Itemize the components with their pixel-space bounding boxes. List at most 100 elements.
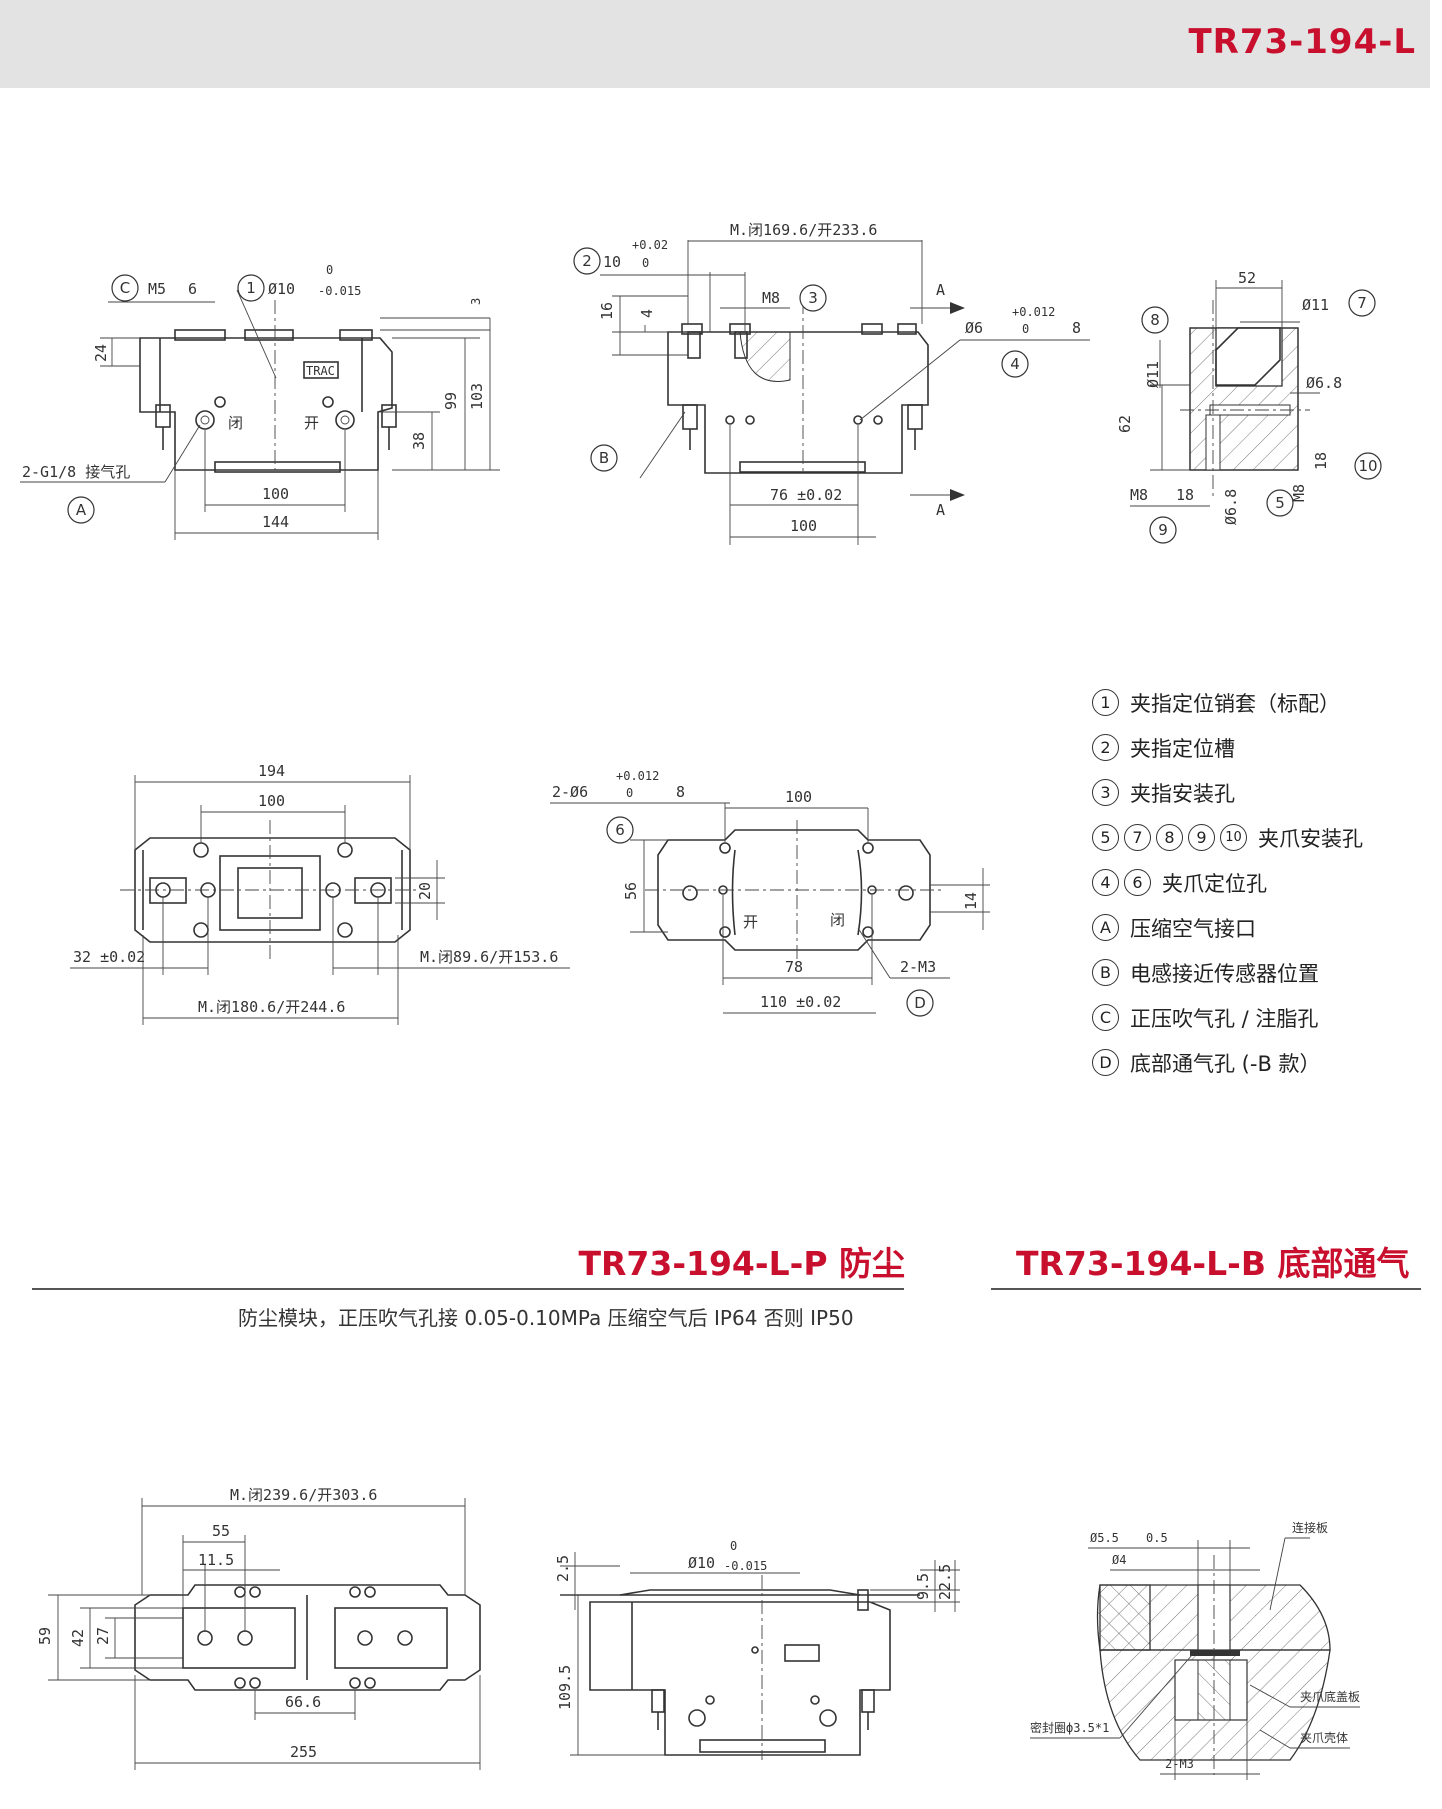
top-view: 194 100 20 32 ±0.02 M.闭89.6/开153.6 M.闭18…	[70, 762, 570, 1025]
dim-109-5: 109.5	[556, 1665, 574, 1710]
dim-55: 55	[212, 1522, 230, 1540]
p-pin-tol-low: -0.015	[724, 1559, 767, 1573]
dim-11-5: 11.5	[198, 1551, 234, 1569]
header-bar: TR73-194-L	[0, 0, 1430, 88]
legend-marker: 5	[1092, 824, 1119, 851]
dia-11-left: Ø11	[1144, 361, 1162, 388]
svg-text:9: 9	[1158, 521, 1168, 539]
bottom-close-label: 闭	[830, 911, 845, 929]
shell-label: 夹爪壳体	[1300, 1731, 1348, 1745]
svg-text:A: A	[76, 501, 87, 519]
p-pin-tol-up: 0	[730, 1539, 737, 1553]
dia-11-top: Ø11	[1302, 296, 1329, 314]
legend-marker: 4	[1092, 869, 1119, 896]
stroke-outer: M.闭89.6/开153.6	[420, 948, 558, 966]
dim-52: 52	[1238, 269, 1256, 287]
m8-right-depth: 18	[1312, 452, 1330, 470]
dim-100-top: 100	[258, 792, 285, 810]
dim-78: 78	[785, 958, 803, 976]
stroke-inner: M.闭180.6/开244.6	[198, 998, 345, 1016]
legend-marker: 1	[1092, 689, 1119, 716]
section-mark-a-top: A	[936, 281, 945, 299]
svg-text:D: D	[914, 994, 926, 1012]
pin-tol-upper: +0.012	[616, 769, 659, 783]
cover-label: 夹爪底盖板	[1300, 1689, 1360, 1704]
locate-tol-lower: 0	[1022, 322, 1029, 336]
p-pin-dia: Ø10	[688, 1554, 715, 1572]
legend-marker: A	[1092, 914, 1119, 941]
pin-tol-lower: 0	[626, 786, 633, 800]
dim-3: 3	[469, 298, 483, 305]
svg-text:2: 2	[582, 252, 592, 270]
legend-marker: 3	[1092, 779, 1119, 806]
section-divider-right	[991, 1288, 1421, 1290]
m8-label: M8	[762, 289, 780, 307]
locate-tol-upper: +0.012	[1012, 305, 1055, 319]
p-front-view: 2.5 Ø10 0 -0.015 9.5 22.5 109.5	[554, 1539, 960, 1760]
dim-32: 32 ±0.02	[73, 948, 145, 966]
legend-marker: D	[1092, 1049, 1119, 1076]
m5-depth: 6	[188, 280, 197, 298]
dim-100-side: 100	[790, 517, 817, 535]
pin-depth: 8	[676, 783, 685, 801]
b-detail-view: Ø5.5 0.5 Ø4 连接板 密封圈ф3.5*1 2-M3 夹爪底盖板 夹爪壳…	[1030, 1520, 1360, 1780]
stroke-dim: M.闭169.6/开233.6	[730, 221, 877, 239]
dim-16: 16	[598, 302, 616, 320]
dim-66-6: 66.6	[285, 1693, 321, 1711]
pin-tol-upper: 0	[326, 263, 333, 277]
legend-row: D 底部通气孔 (-B 款）	[1092, 1040, 1363, 1085]
dim-76: 76 ±0.02	[770, 486, 842, 504]
dim-20: 20	[416, 882, 434, 900]
legend-row: 1 夹指定位销套（标配）	[1092, 680, 1363, 725]
section-view: 52 Ø11 7 8 Ø11 Ø6.8 62 M8 18 10 M8 18 9 …	[1116, 269, 1382, 544]
legend-marker: C	[1092, 1004, 1119, 1031]
dim-100-bottom: 100	[785, 788, 812, 806]
svg-text:C: C	[120, 279, 130, 297]
bottom-open-label: 开	[743, 913, 758, 931]
side-view: M.闭169.6/开233.6 2 10 +0.02 0 M8 3 16 4 A…	[573, 221, 1090, 545]
dim-27: 27	[94, 1627, 112, 1645]
svg-text:B: B	[599, 449, 609, 467]
dim-255: 255	[290, 1743, 317, 1761]
dia-68-bottom: Ø6.8	[1222, 489, 1240, 525]
b-m3-label: 2-M3	[1165, 1757, 1194, 1771]
legend-text: 正压吹气孔 / 注脂孔	[1130, 1006, 1319, 1031]
slot-width: 10	[603, 253, 621, 271]
section-title-bottom-vent: TR73-194-L-B 底部通气	[1016, 1244, 1410, 1283]
m5-label: M5	[148, 280, 166, 298]
legend-text: 夹指定位销套（标配）	[1130, 691, 1340, 716]
legend-marker: 8	[1156, 824, 1183, 851]
svg-text:8: 8	[1150, 311, 1160, 329]
dim-22-5: 22.5	[936, 1564, 954, 1600]
locate-depth: 8	[1072, 319, 1081, 337]
open-label: 开	[304, 414, 319, 432]
dim-144: 144	[262, 513, 289, 531]
b-hole-d4: Ø4	[1112, 1553, 1126, 1567]
slot-tol-upper: +0.02	[632, 238, 668, 252]
dim-59: 59	[36, 1627, 54, 1645]
legend-marker: 7	[1124, 824, 1151, 851]
dim-42: 42	[69, 1629, 87, 1647]
dim-38: 38	[410, 432, 428, 450]
dim-9-5: 9.5	[914, 1573, 932, 1600]
dim-100: 100	[262, 485, 289, 503]
front-view: TRAC 闭 开 C M5 6 1 Ø10 0 -0.015 3 99 103 …	[20, 263, 500, 540]
svg-text:7: 7	[1357, 294, 1367, 312]
legend-row: C 正压吹气孔 / 注脂孔	[1092, 995, 1363, 1040]
slot-tol-lower: 0	[642, 256, 649, 270]
legend-marker: 9	[1188, 824, 1215, 851]
dustproof-note: 防尘模块，正压吹气孔接 0.05-0.10MPa 压缩空气后 IP64 否则 I…	[238, 1306, 854, 1330]
close-label: 闭	[228, 414, 243, 432]
section-title-dustproof: TR73-194-L-P 防尘	[578, 1244, 905, 1283]
plate-label: 连接板	[1292, 1520, 1328, 1535]
legend-text: 底部通气孔 (-B 款）	[1130, 1051, 1321, 1076]
logo-text: TRAC	[306, 364, 335, 378]
dim-2-5: 2.5	[554, 1555, 572, 1582]
svg-text:1: 1	[246, 279, 256, 297]
